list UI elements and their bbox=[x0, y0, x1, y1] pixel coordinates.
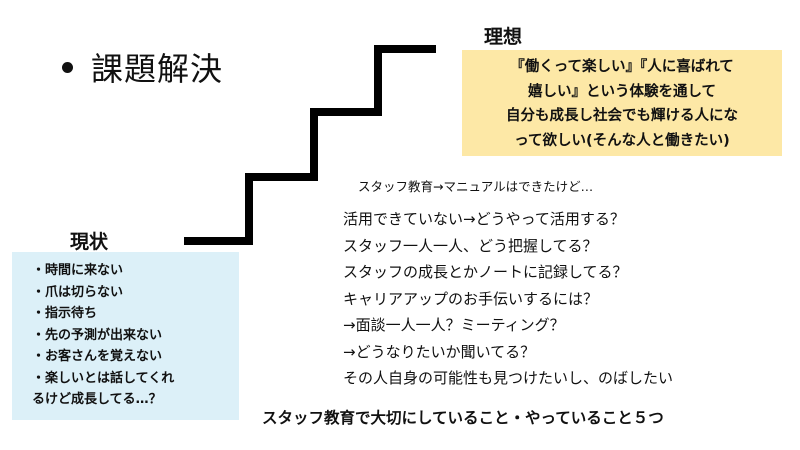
ideal-line: 『働くって楽しい』『人に喜ばれて bbox=[510, 59, 734, 75]
current-item: ・先の予測が出来ない bbox=[32, 327, 163, 343]
manual-note: スタッフ教育→マニュアルはできたけど… bbox=[358, 179, 594, 194]
ideal-line: 自分も成長し社会でも輝ける人にな bbox=[506, 108, 738, 124]
question-item: 活用できていない→どうやって活用する？ bbox=[343, 210, 625, 228]
title-text: 課題解決 bbox=[91, 50, 224, 88]
current-item: ・指示待ち bbox=[32, 306, 98, 321]
current-item: ・爪は切らない bbox=[32, 284, 124, 300]
current-box: ・時間に来ない ・爪は切らない ・指示待ち ・先の予測が出来ない ・お客さんを覚… bbox=[12, 252, 239, 420]
current-item: ・時間に来ない bbox=[32, 263, 124, 278]
question-item: その人自身の可能性も見つけたいし、のばしたい bbox=[343, 369, 674, 387]
footer-title: スタッフ教育で大切にしていること・やっていること５つ bbox=[262, 409, 664, 427]
slide-title: 課題解決 bbox=[62, 44, 223, 90]
question-item: スタッフ一人一人、どう把握してる？ bbox=[343, 236, 598, 255]
question-item: キャリアアップのお手伝いするには？ bbox=[343, 289, 599, 308]
staircase-line bbox=[184, 45, 436, 245]
current-item: るけど成長してる…？ bbox=[32, 392, 162, 407]
current-item: ・楽しいとは話してくれ bbox=[32, 370, 175, 386]
question-item: →面談一人一人？ミーティング？ bbox=[343, 316, 565, 334]
ideal-line: 嬉しい』という体験を通して bbox=[527, 83, 717, 100]
ideal-line: って欲しい(そんな人と働きたい) bbox=[514, 132, 730, 149]
question-list: 活用できていない→どうやって活用する？ スタッフ一人一人、どう把握してる？ スタ… bbox=[343, 206, 673, 392]
current-item: ・お客さんを覚えない bbox=[32, 349, 163, 364]
question-item: スタッフの成長とかノートに記録してる？ bbox=[343, 263, 628, 281]
ideal-label: 理想 bbox=[484, 26, 523, 48]
current-label: 現状 bbox=[70, 231, 109, 253]
bullet-dot bbox=[62, 61, 73, 73]
ideal-box: 『働くって楽しい』『人に喜ばれて 嬉しい』という体験を通して 自分も成長し社会で… bbox=[462, 50, 782, 156]
question-item: →どうなりたいか聞いてる？ bbox=[343, 342, 536, 361]
